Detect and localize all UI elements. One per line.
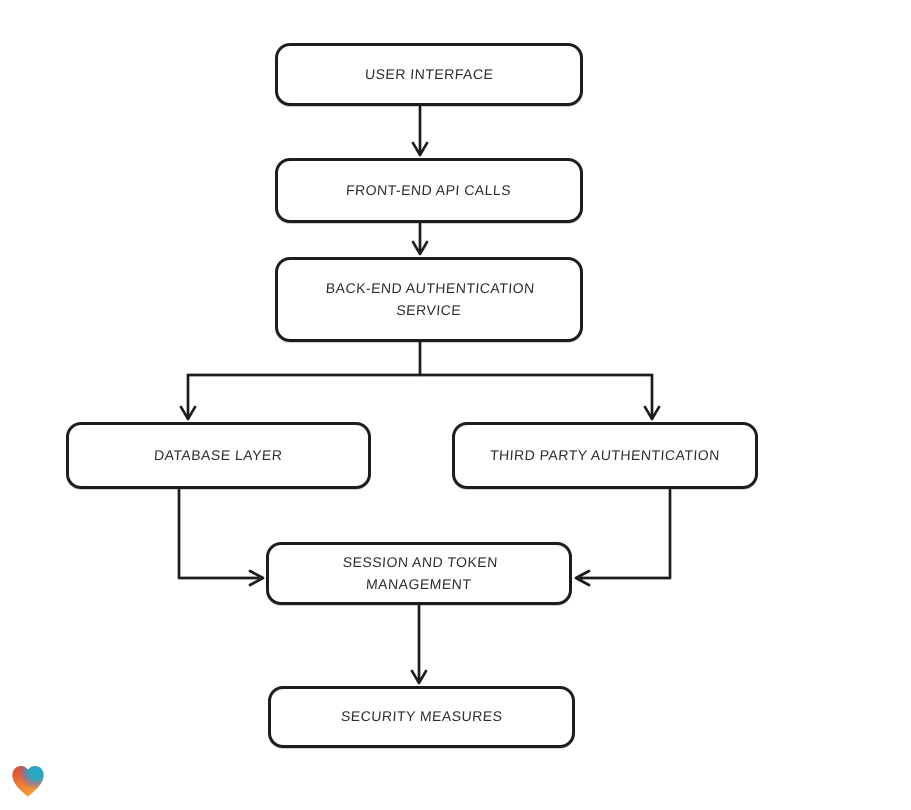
node-security-measures[interactable]: SECURITY MEASURES bbox=[268, 686, 575, 748]
node-session-and-token-management-label: SESSION AND TOKEN MANAGEMENT bbox=[341, 553, 498, 592]
edge-third-party-to-session bbox=[574, 488, 672, 587]
node-back-end-authentication-service[interactable]: BACK-END AUTHENTICATION SERVICE bbox=[275, 257, 583, 342]
node-security-measures-label: SECURITY MEASURES bbox=[340, 708, 503, 725]
node-third-party-authentication[interactable]: THIRD PARTY AUTHENTICATION bbox=[452, 422, 758, 489]
node-front-end-api-calls-label: FRONT-END API CALLS bbox=[345, 181, 513, 198]
node-front-end-api-calls[interactable]: FRONT-END API CALLS bbox=[275, 158, 583, 223]
edge-database-to-session bbox=[177, 488, 265, 587]
node-third-party-authentication-label: THIRD PARTY AUTHENTICATION bbox=[489, 446, 721, 463]
edge-front-end-to-back-end bbox=[411, 222, 429, 256]
node-session-and-token-management[interactable]: SESSION AND TOKEN MANAGEMENT bbox=[266, 542, 572, 605]
node-database-layer-label: DATABASE LAYER bbox=[153, 446, 284, 463]
node-back-end-authentication-service-label: BACK-END AUTHENTICATION SERVICE bbox=[324, 279, 535, 318]
node-user-interface-label: USER INTERFACE bbox=[364, 65, 494, 82]
node-database-layer[interactable]: DATABASE LAYER bbox=[66, 422, 371, 489]
node-user-interface[interactable]: USER INTERFACE bbox=[275, 43, 583, 106]
edge-back-end-split bbox=[179, 341, 661, 421]
edge-session-to-security bbox=[410, 604, 428, 685]
edge-user-interface-to-front-end bbox=[411, 105, 429, 157]
heart-icon bbox=[12, 766, 44, 797]
